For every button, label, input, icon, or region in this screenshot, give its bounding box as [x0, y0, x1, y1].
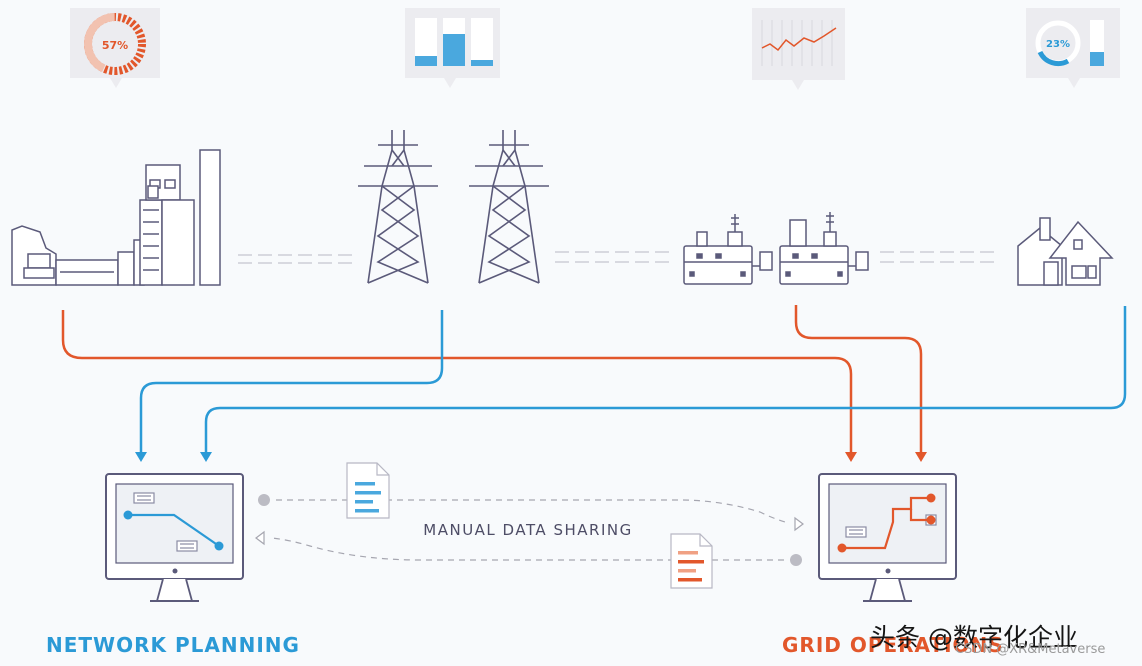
consumer-percent: 23%: [1046, 39, 1070, 50]
substation-icon: [779, 212, 869, 285]
bar-card: [405, 8, 500, 88]
grid-operations-label: GRID OPERATIONS: [782, 633, 1004, 657]
network-planning-monitor: [105, 473, 244, 602]
orange-flow-lines: [61, 305, 923, 456]
orange-arrowheads: [845, 452, 927, 462]
gauge-card-consumer: 23%: [1026, 8, 1120, 88]
blue-flow-lines: [139, 306, 1127, 456]
generation-percent: 57%: [102, 39, 128, 52]
blue-arrowheads: [135, 452, 212, 462]
document-icon-blue: [346, 462, 390, 519]
grid-operations-monitor: [818, 473, 957, 602]
document-icon-orange: [670, 533, 713, 589]
substation-icon: [683, 214, 773, 285]
gauge-card-generation: 57%: [70, 8, 160, 88]
transmission-line: [238, 251, 1000, 264]
manual-data-sharing-label: MANUAL DATA SHARING: [423, 521, 632, 539]
watermark-main: 头条 @数字化企业: [870, 623, 1078, 652]
data-sharing-arrows: [255, 494, 804, 566]
pylon-icon: [358, 130, 438, 284]
house-icon: [1017, 217, 1114, 286]
pylon-icon: [469, 130, 549, 284]
network-planning-label: NETWORK PLANNING: [46, 633, 300, 657]
line-card: [752, 8, 845, 90]
watermark-sub: CSDN @XR&Metaverse: [955, 642, 1106, 657]
power-plant-icon: [11, 149, 221, 286]
